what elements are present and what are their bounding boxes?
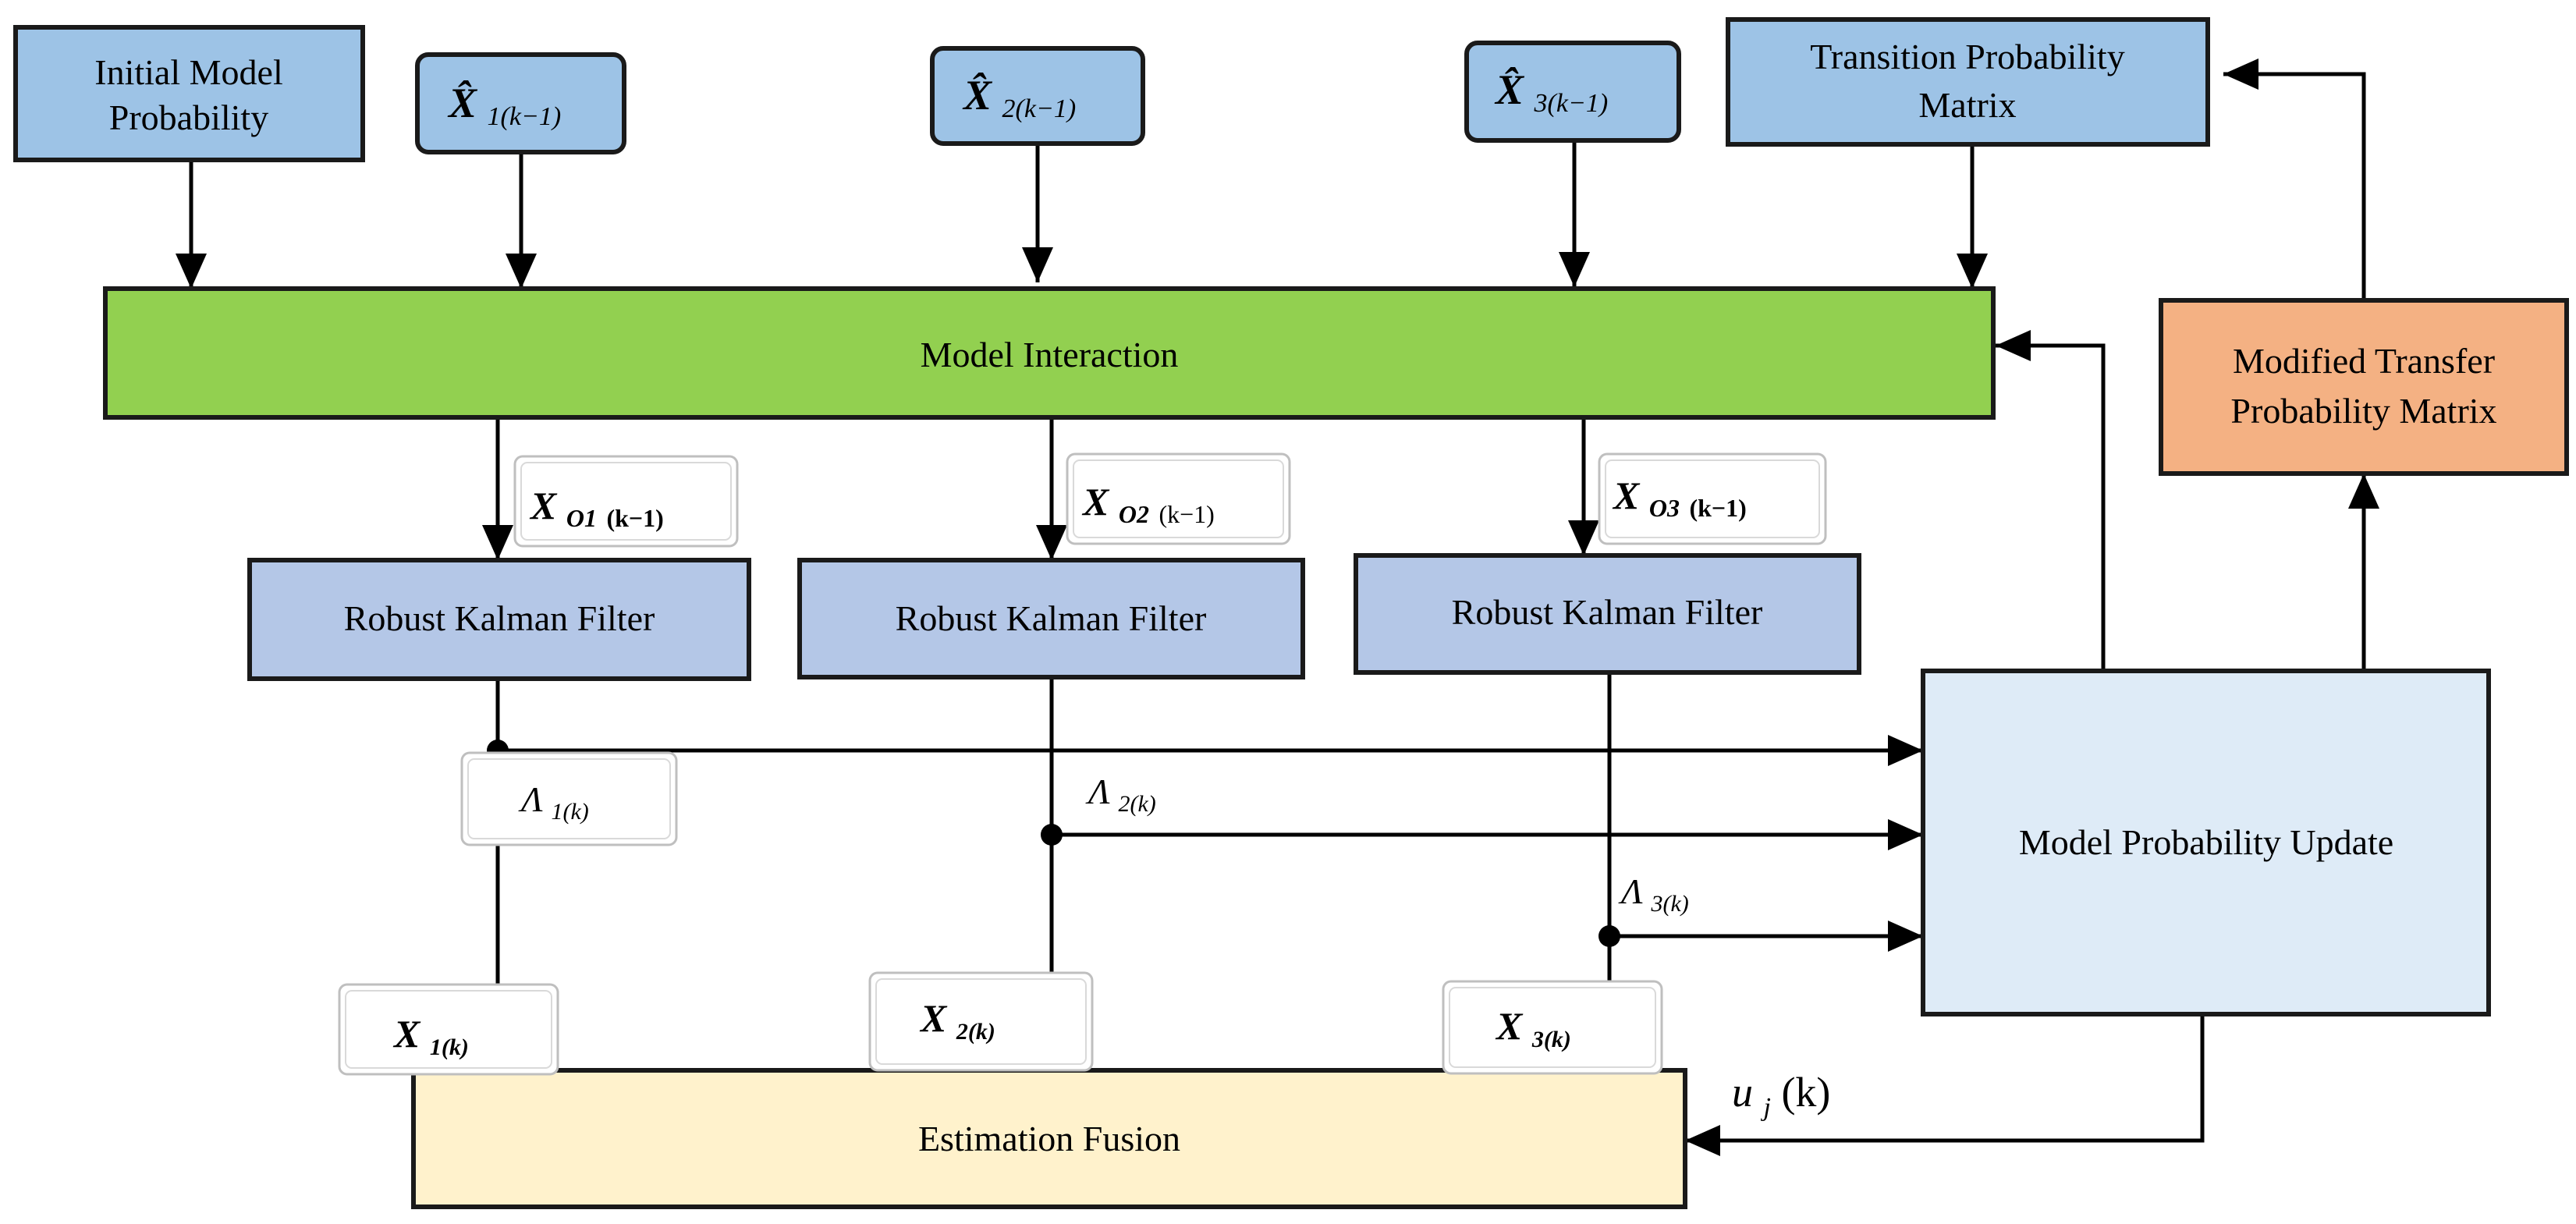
x3-prev-estimate-box: X̂ 3(k−1) — [1464, 41, 1681, 143]
x3k-symbol: X — [1495, 1004, 1524, 1048]
xo1-symbol: X — [529, 484, 558, 527]
xo1-paren: (k−1) — [606, 504, 663, 532]
estimation-fusion-box: Estimation Fusion — [411, 1068, 1687, 1209]
arrow-modified-to-transition — [2223, 59, 2366, 300]
svg-text:X O1 (k−1): X O1 (k−1) — [529, 484, 664, 535]
modified-matrix-line1: Modified Transfer — [2233, 341, 2495, 381]
x3k-sub: 3(k) — [1531, 1027, 1571, 1052]
initial-model-probability-box: Initial Model Probability — [13, 25, 365, 162]
lambda2-symbol: Λ — [1085, 772, 1110, 811]
uj-symbol: u — [1732, 1069, 1753, 1116]
lambda1-sub: 1(k) — [551, 799, 588, 825]
modified-transfer-matrix-box: Modified Transfer Probability Matrix — [2159, 298, 2569, 476]
label-xo3: X O3 (k−1) — [1598, 452, 1827, 545]
svg-text:X 2(k): X 2(k) — [919, 996, 995, 1045]
label-lambda2: Λ 2(k) — [1085, 772, 1156, 817]
xo3-sub: O3 — [1649, 494, 1680, 522]
x2-prev-symbol: X̂ — [962, 72, 993, 119]
xo3-symbol: X — [1612, 474, 1641, 517]
lambda2-sub: 2(k) — [1118, 791, 1155, 817]
label-uj: u j (k) — [1732, 1069, 1830, 1125]
kalman-filter-3-box: Robust Kalman Filter — [1354, 553, 1861, 675]
model-probability-update-label: Model Probability Update — [2019, 822, 2393, 862]
svg-text:Λ 3(k): Λ 3(k) — [1618, 871, 1689, 917]
arrow-update-to-fusion — [1685, 1014, 2205, 1156]
x3-prev-symbol: X̂ — [1494, 66, 1525, 113]
svg-text:Λ 1(k): Λ 1(k) — [518, 779, 589, 825]
svg-text:X 1(k): X 1(k) — [392, 1012, 469, 1060]
svg-text:X 3(k): X 3(k) — [1495, 1004, 1571, 1052]
label-xo1: X O1 (k−1) — [513, 455, 739, 548]
uj-sub: j — [1761, 1093, 1771, 1122]
kalman-filter-1-box: Robust Kalman Filter — [247, 558, 751, 681]
x2k-sub: 2(k) — [956, 1019, 995, 1045]
kalman-filter-3-label: Robust Kalman Filter — [1452, 592, 1763, 632]
initial-model-probability-line2: Probability — [109, 98, 268, 137]
svg-text:u j (k): u j (k) — [1732, 1069, 1830, 1125]
svg-text:X O3 (k−1): X O3 (k−1) — [1612, 474, 1747, 525]
x3-prev-subscript: 3(k−1) — [1534, 89, 1609, 118]
kalman-filter-2-box: Robust Kalman Filter — [797, 558, 1305, 679]
x1k-sub: 1(k) — [430, 1034, 469, 1060]
model-interaction-box: Model Interaction — [103, 286, 1996, 420]
x2-prev-estimate-box: X̂ 2(k−1) — [930, 46, 1145, 146]
junction-dot-3 — [1598, 925, 1620, 947]
x1-prev-estimate-box: X̂ 1(k−1) — [415, 52, 626, 154]
label-xo2: X O2 (k−1) — [1066, 452, 1291, 545]
connectors — [176, 59, 2379, 1156]
kalman-filter-1-label: Robust Kalman Filter — [344, 598, 655, 638]
initial-model-probability-line1: Initial Model — [94, 52, 282, 92]
transition-matrix-line2: Matrix — [1918, 85, 2016, 125]
x2k-symbol: X — [919, 996, 948, 1040]
x1k-symbol: X — [392, 1012, 421, 1055]
transition-matrix-line1: Transition Probability — [1810, 37, 2124, 76]
svg-text:Λ 2(k): Λ 2(k) — [1085, 772, 1156, 817]
modified-matrix-line2: Probability Matrix — [2230, 391, 2496, 431]
svg-text:X̂ 2(k−1): X̂ 2(k−1) — [962, 72, 1076, 123]
xo2-paren: (k−1) — [1158, 500, 1214, 528]
svg-text:X O2 (k−1): X O2 (k−1) — [1081, 480, 1215, 531]
x1-prev-symbol: X̂ — [447, 80, 478, 126]
model-probability-update-box: Model Probability Update — [1921, 669, 2491, 1016]
label-x3k: X 3(k) — [1442, 980, 1663, 1075]
svg-text:X̂ 1(k−1): X̂ 1(k−1) — [447, 80, 561, 131]
lambda3-sub: 3(k) — [1650, 891, 1688, 917]
xo1-sub: O1 — [566, 504, 597, 532]
label-lambda1: Λ 1(k) — [460, 751, 678, 846]
lambda3-symbol: Λ — [1618, 871, 1643, 911]
x1-prev-subscript: 1(k−1) — [488, 102, 562, 131]
label-x2k: X 2(k) — [868, 971, 1094, 1072]
x2-prev-subscript: 2(k−1) — [1002, 94, 1077, 123]
xo2-sub: O2 — [1119, 500, 1149, 528]
xo2-symbol: X — [1081, 480, 1110, 523]
estimation-fusion-label: Estimation Fusion — [918, 1119, 1180, 1158]
transition-probability-matrix-box: Transition Probability Matrix — [1726, 17, 2210, 147]
model-interaction-label: Model Interaction — [921, 335, 1179, 374]
lambda1-symbol: Λ — [518, 779, 543, 819]
svg-text:X̂ 3(k−1): X̂ 3(k−1) — [1494, 66, 1608, 118]
label-lambda3: Λ 3(k) — [1618, 871, 1689, 917]
kalman-filter-2-label: Robust Kalman Filter — [896, 598, 1207, 638]
uj-tail: (k) — [1781, 1069, 1830, 1116]
junction-dot-2 — [1041, 824, 1063, 846]
arrow-update-to-interaction — [1996, 330, 2106, 671]
label-x1k: X 1(k) — [338, 983, 559, 1076]
xo3-paren: (k−1) — [1689, 494, 1746, 522]
